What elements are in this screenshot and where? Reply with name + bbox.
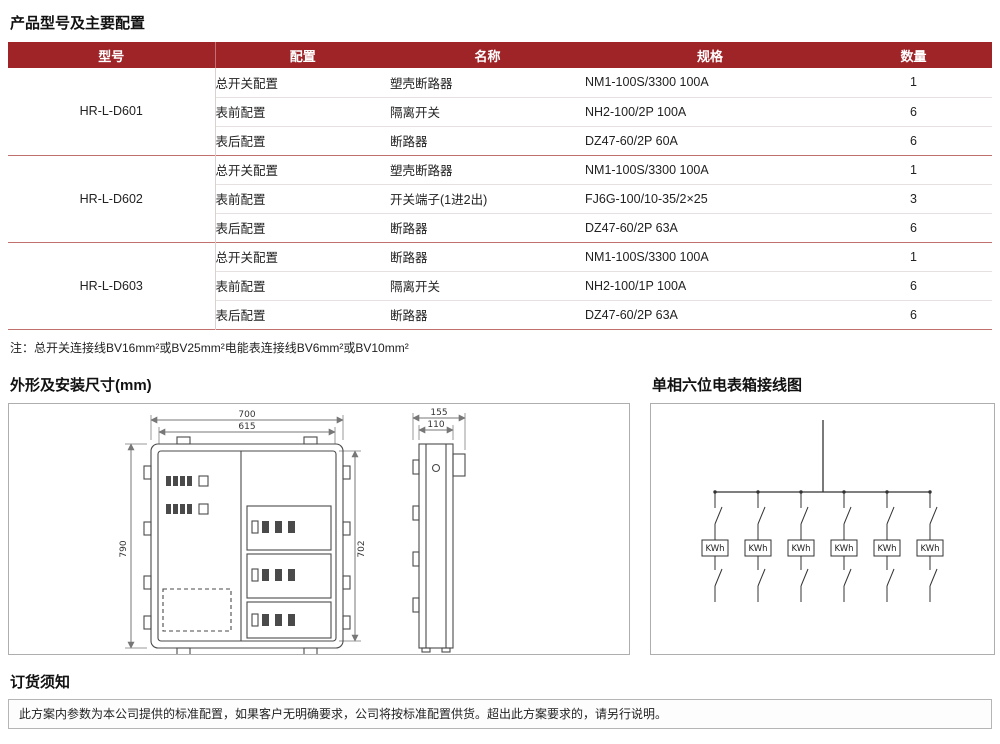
spec-cell: NM1-100S/3300 100A <box>585 241 835 271</box>
model-cell: HR-L-D601 <box>8 68 216 155</box>
table-row: HR-L-D602 总开关配置 塑壳断路器 NM1-100S/3300 100A… <box>8 154 992 242</box>
qty-cell: 6 <box>835 299 992 329</box>
name-cell: 隔离开关 <box>390 270 585 300</box>
panels-row: 外形及安装尺寸(mm) <box>8 374 995 656</box>
table-row: 表后配置 断路器 DZ47-60/2P 63A 6 <box>8 212 992 242</box>
qty-cell: 6 <box>835 212 992 242</box>
kwh-meter-label: KWh <box>920 544 939 554</box>
name-cell: 断路器 <box>390 241 585 271</box>
table-row: 表后配置 断路器 DZ47-60/2P 60A 6 <box>8 125 992 155</box>
front-view-components <box>166 475 295 626</box>
meter-labels: KWh KWh KWh KWh KWh KWh <box>705 544 939 554</box>
header-model: 型号 <box>8 42 216 68</box>
kwh-meter-label: KWh <box>834 544 853 554</box>
config-cell: 总开关配置 <box>215 68 390 97</box>
meter-branch <box>873 491 901 602</box>
spec-table: 型号 配置 名称 规格 数量 HR-L-D601 总开关配置 塑壳断路器 NM1… <box>8 42 992 330</box>
kwh-meter-label: KWh <box>748 544 767 554</box>
meter-branch <box>916 491 944 602</box>
table-row: 表前配置 隔离开关 NH2-100/2P 100A 6 <box>8 96 992 126</box>
spec-cell: NH2-100/1P 100A <box>585 270 835 300</box>
table-row: 表前配置 隔离开关 NH2-100/1P 100A 6 <box>8 270 992 300</box>
dim-front-inner-width-label: 615 <box>238 422 255 432</box>
config-cell: 表前配置 <box>215 183 390 213</box>
spec-cell: DZ47-60/2P 60A <box>585 125 835 155</box>
kwh-meter-label: KWh <box>705 544 724 554</box>
model-cell: HR-L-D603 <box>8 241 216 329</box>
name-cell: 开关端子(1进2出) <box>390 183 585 213</box>
name-cell: 塑壳断路器 <box>390 154 585 184</box>
dim-front-inner-height-label: 702 <box>357 540 367 557</box>
wiring-panel: KWh KWh KWh KWh KWh KWh <box>650 402 995 655</box>
meter-branch <box>701 491 729 602</box>
table-row: HR-L-D601 总开关配置 塑壳断路器 NM1-100S/3300 100A… <box>8 68 992 155</box>
model-cell: HR-L-D602 <box>8 154 216 242</box>
ordering-notice-box: 此方案内参数为本公司提供的标准配置，如果客户无明确要求，公司将按标准配置供货。超… <box>8 698 992 729</box>
config-cell: 表前配置 <box>215 96 390 126</box>
page-title: 产品型号及主要配置 <box>10 15 146 32</box>
wiring-title: 单相六位电表箱接线图 <box>652 376 803 394</box>
header-qty: 数量 <box>835 42 992 68</box>
name-cell: 隔离开关 <box>390 96 585 126</box>
spec-cell: DZ47-60/2P 63A <box>585 299 835 329</box>
spec-cell: FJ6G-100/10-35/2×25 <box>585 183 835 213</box>
name-cell: 塑壳断路器 <box>390 68 585 97</box>
qty-cell: 1 <box>835 154 992 184</box>
qty-cell: 3 <box>835 183 992 213</box>
ordering-title: 订货须知 <box>10 673 71 691</box>
dimensions-section: 外形及安装尺寸(mm) <box>8 374 630 656</box>
qty-cell: 1 <box>835 68 992 97</box>
table-note: 注：总开关连接线BV16mm²或BV25mm²电能表连接线BV6mm²或BV10… <box>10 340 409 355</box>
dim-front-width-label: 700 <box>238 410 255 420</box>
table-row: 表后配置 断路器 DZ47-60/2P 63A 6 <box>8 299 992 329</box>
header-name: 名称 <box>390 42 585 68</box>
wiring-diagram: KWh KWh KWh KWh KWh KWh <box>701 419 944 602</box>
config-cell: 表后配置 <box>215 299 390 329</box>
meter-branch <box>744 491 772 602</box>
dim-front-height-label: 790 <box>119 540 129 557</box>
qty-cell: 6 <box>835 96 992 126</box>
side-view <box>412 442 466 653</box>
name-cell: 断路器 <box>390 299 585 329</box>
kwh-meter-label: KWh <box>877 544 896 554</box>
spec-cell: NM1-100S/3300 100A <box>585 68 835 97</box>
dimensions-panel: 700 615 790 702 155 110 <box>8 402 630 656</box>
spec-cell: DZ47-60/2P 63A <box>585 212 835 242</box>
supply-lines <box>715 419 930 493</box>
config-cell: 表后配置 <box>215 125 390 155</box>
outline-dimensions-drawing: 700 615 790 702 155 110 <box>119 408 466 656</box>
spec-cell: NM1-100S/3300 100A <box>585 154 835 184</box>
front-view <box>143 435 351 656</box>
spec-cell: NH2-100/2P 100A <box>585 96 835 126</box>
config-cell: 总开关配置 <box>215 154 390 184</box>
table-header-row: 型号 配置 名称 规格 数量 <box>8 42 992 68</box>
meter-branch <box>830 491 858 602</box>
qty-cell: 6 <box>835 125 992 155</box>
table-row: HR-L-D603 总开关配置 断路器 NM1-100S/3300 100A 1 <box>8 241 992 329</box>
wiring-section: 单相六位电表箱接线图 <box>650 374 995 655</box>
config-cell: 总开关配置 <box>215 241 390 271</box>
ordering-text: 此方案内参数为本公司提供的标准配置，如果客户无明确要求，公司将按标准配置供货。超… <box>19 706 668 721</box>
header-config: 配置 <box>215 42 390 68</box>
dimensions-title: 外形及安装尺寸(mm) <box>10 376 152 394</box>
config-cell: 表后配置 <box>215 212 390 242</box>
dimension-labels: 700 615 790 702 155 110 <box>119 408 448 558</box>
qty-cell: 6 <box>835 270 992 300</box>
meter-branch <box>787 491 815 602</box>
dimension-lines <box>127 414 466 649</box>
table-row: 表前配置 开关端子(1进2出) FJ6G-100/10-35/2×25 3 <box>8 183 992 213</box>
dim-side-depth-label: 155 <box>430 408 447 418</box>
name-cell: 断路器 <box>390 125 585 155</box>
qty-cell: 1 <box>835 241 992 271</box>
config-cell: 表前配置 <box>215 270 390 300</box>
header-spec: 规格 <box>585 42 835 68</box>
dim-side-inner-depth-label: 110 <box>427 420 444 430</box>
name-cell: 断路器 <box>390 212 585 242</box>
kwh-meter-label: KWh <box>791 544 810 554</box>
